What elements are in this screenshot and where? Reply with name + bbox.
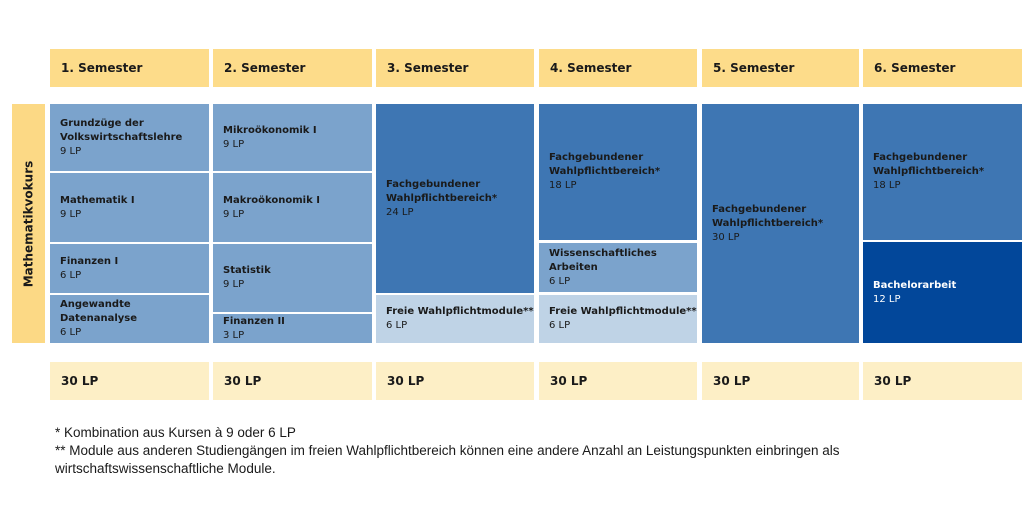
module-wahlpflicht-s3: Fachgebundener Wahlpflichtbereich* 24 LP xyxy=(376,104,534,293)
side-label: Mathematikvokurs xyxy=(21,160,36,287)
semester-total-5: 30 LP xyxy=(702,362,859,400)
module-credits: 18 LP xyxy=(873,180,901,191)
module-credits: 6 LP xyxy=(386,320,408,331)
module-title: Finanzen I xyxy=(60,255,119,267)
module-credits: 18 LP xyxy=(549,180,577,191)
semester-header-4: 4. Semester xyxy=(539,49,697,87)
module-wahlpflicht-s5: Fachgebundener Wahlpflichtbereich* 30 LP xyxy=(702,104,859,343)
module-credits: 24 LP xyxy=(386,206,414,218)
module-title: Volkswirtschaftslehre xyxy=(60,131,183,143)
module-mikrooekonomik-1: Mikroökonomik I 9 LP xyxy=(213,104,372,171)
module-title: Grundzüge der xyxy=(60,117,144,129)
semester-label: 1. Semester xyxy=(61,61,143,75)
semester-total-2: 30 LP xyxy=(213,362,372,400)
module-credits: 9 LP xyxy=(60,145,82,157)
semester-header-2: 2. Semester xyxy=(213,49,372,87)
semester-label: 6. Semester xyxy=(874,61,956,75)
module-credits: 9 LP xyxy=(223,279,245,290)
module-credits: 3 LP xyxy=(223,329,245,341)
module-title: Freie Wahlpflichtmodule** xyxy=(549,306,697,317)
module-title: Wahlpflichtbereich* xyxy=(386,192,498,204)
semester-header-3: 3. Semester xyxy=(376,49,534,87)
total-label: 30 LP xyxy=(387,374,425,388)
semester-label: 2. Semester xyxy=(224,61,306,75)
semester-header-5: 5. Semester xyxy=(702,49,859,87)
module-bachelorarbeit: Bachelorarbeit 12 LP xyxy=(863,242,1022,343)
module-title: Fachgebundener xyxy=(386,178,481,190)
module-vwl: Grundzüge der Volkswirtschaftslehre 9 LP xyxy=(50,104,209,171)
module-credits: 12 LP xyxy=(873,293,901,305)
module-finanzen-2: Finanzen II 3 LP xyxy=(213,314,372,343)
module-makrooekonomik-1: Makroökonomik I 9 LP xyxy=(213,173,372,242)
module-title: Wahlpflichtbereich* xyxy=(873,166,985,177)
module-title: Wahlpflichtbereich* xyxy=(712,217,824,229)
module-title: Mathematik I xyxy=(60,194,135,206)
semester-label: 3. Semester xyxy=(387,61,469,75)
module-credits: 9 LP xyxy=(223,208,245,220)
module-mathematik-1: Mathematik I 9 LP xyxy=(50,173,209,242)
module-credits: 6 LP xyxy=(549,320,571,331)
module-title: Statistik xyxy=(223,265,271,276)
module-credits: 6 LP xyxy=(60,327,82,338)
module-title: Wahlpflichtbereich* xyxy=(549,166,661,177)
total-label: 30 LP xyxy=(874,374,912,388)
module-credits: 9 LP xyxy=(223,138,245,150)
footnote-2: ** Module aus anderen Studiengängen im f… xyxy=(55,443,840,458)
math-prep-course-bar: Mathematikvokurs xyxy=(12,104,45,343)
module-credits: 30 LP xyxy=(712,231,740,243)
footnote-1: * Kombination aus Kursen à 9 oder 6 LP xyxy=(55,425,296,440)
module-title: Fachgebundener xyxy=(712,203,807,215)
module-wissenschaftliches-arbeiten: Wissenschaftliches Arbeiten 6 LP xyxy=(539,243,697,292)
module-credits: 9 LP xyxy=(60,208,82,220)
semester-total-1: 30 LP xyxy=(50,362,209,400)
module-title: Fachgebundener xyxy=(549,152,644,163)
module-wahlpflicht-s4: Fachgebundener Wahlpflichtbereich* 18 LP xyxy=(539,104,697,240)
module-title: Arbeiten xyxy=(549,261,598,273)
semester-label: 5. Semester xyxy=(713,61,795,75)
module-freie-wahlpflicht-s4: Freie Wahlpflichtmodule** 6 LP xyxy=(539,295,697,343)
module-datenanalyse: Angewandte Datenanalyse 6 LP xyxy=(50,295,209,343)
module-title: Fachgebundener xyxy=(873,152,968,163)
semester-header-1: 1. Semester xyxy=(50,49,209,87)
total-label: 30 LP xyxy=(713,374,751,388)
module-statistik: Statistik 9 LP xyxy=(213,244,372,312)
module-title: Angewandte Datenanalyse xyxy=(60,299,138,324)
module-title: Finanzen II xyxy=(223,315,285,327)
semester-total-4: 30 LP xyxy=(539,362,697,400)
module-title: Mikroökonomik I xyxy=(223,124,317,136)
semester-total-3: 30 LP xyxy=(376,362,534,400)
module-title: Makroökonomik I xyxy=(223,194,320,206)
module-title: Wissenschaftliches xyxy=(549,247,657,259)
module-freie-wahlpflicht-s3: Freie Wahlpflichtmodule** 6 LP xyxy=(376,295,534,343)
module-title: Freie Wahlpflichtmodule** xyxy=(386,306,534,317)
module-wahlpflicht-s6: Fachgebundener Wahlpflichtbereich* 18 LP xyxy=(863,104,1022,240)
total-label: 30 LP xyxy=(224,374,262,388)
footnotes: * Kombination aus Kursen à 9 oder 6 LP *… xyxy=(55,424,840,478)
module-credits: 6 LP xyxy=(549,275,571,287)
footnote-2-cont: wirtschaftswissenschaftliche Module. xyxy=(55,461,276,476)
module-credits: 6 LP xyxy=(60,269,82,281)
semester-label: 4. Semester xyxy=(550,61,632,75)
module-finanzen-1: Finanzen I 6 LP xyxy=(50,244,209,293)
semester-header-6: 6. Semester xyxy=(863,49,1022,87)
semester-total-6: 30 LP xyxy=(863,362,1022,400)
module-title: Bachelorarbeit xyxy=(873,279,957,291)
total-label: 30 LP xyxy=(550,374,588,388)
total-label: 30 LP xyxy=(61,374,99,388)
